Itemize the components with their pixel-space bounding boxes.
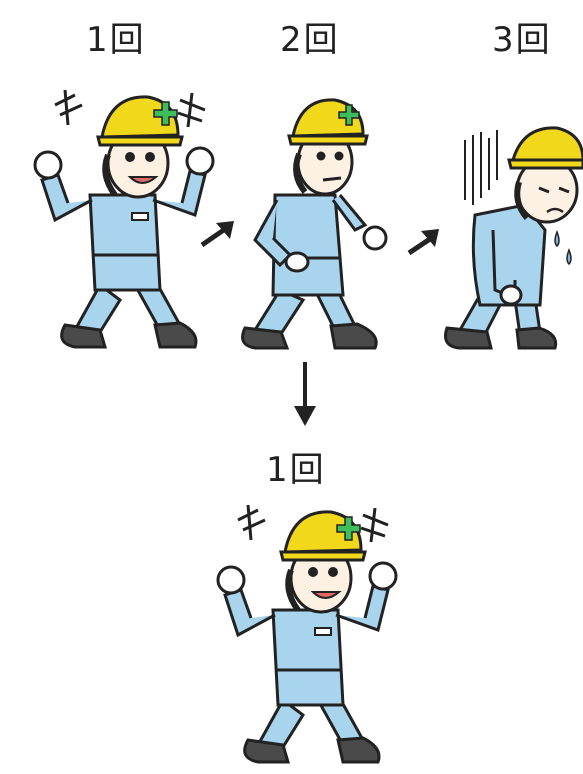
step-label-bottom: 1回: [266, 442, 326, 491]
gloom-lines-icon: [465, 130, 497, 205]
walking-worker-figure-2: [225, 90, 395, 360]
arrow-down-icon: [290, 360, 320, 430]
sweat-drop-icon: [555, 232, 571, 264]
energetic-worker-figure-1: [20, 85, 220, 360]
step-label-1: 1回: [86, 12, 146, 61]
step-label-3: 3回: [492, 12, 552, 61]
step-label-2: 2回: [280, 12, 340, 61]
tired-worker-figure-3: [435, 120, 583, 360]
energetic-worker-figure-bottom: [203, 500, 403, 774]
